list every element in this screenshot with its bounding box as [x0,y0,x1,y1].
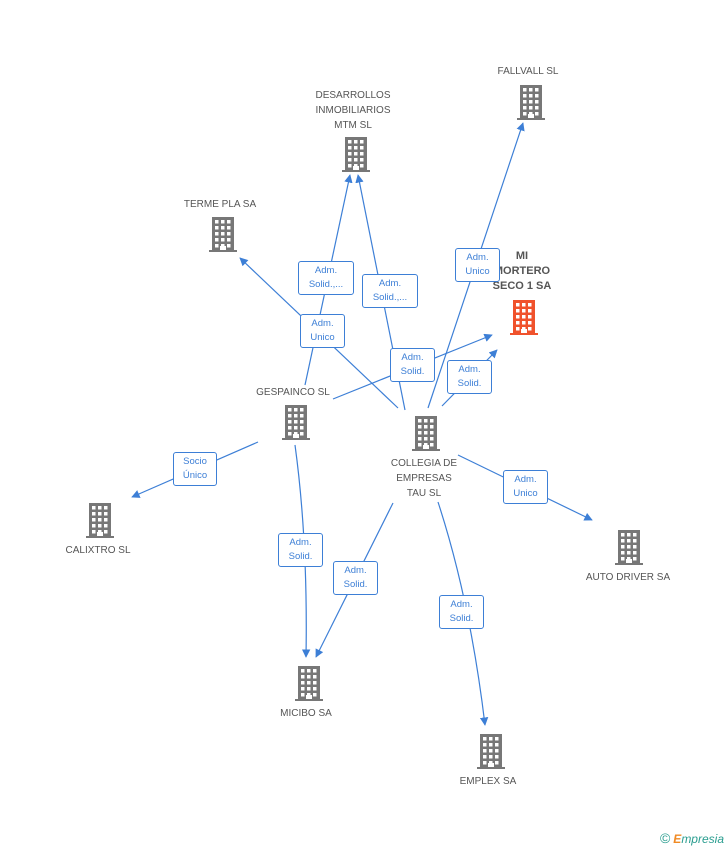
brand-initial: E [673,832,682,846]
building-icon [209,217,237,252]
node-label-desarrollos: DESARROLLOS INMOBILIARIOS MTM SL [315,90,391,131]
footer-watermark: ©Empresia [660,830,724,846]
edge-label[interactable]: Adm. Solid.,... [298,261,354,295]
edge-label[interactable]: Adm. Unico [300,314,345,348]
building-icon [510,300,538,335]
building-icon [517,85,545,120]
edge-label[interactable]: Adm. Solid. [278,533,323,567]
node-label-fallvall: FALLVALL SL [497,66,559,77]
edge-label[interactable]: Adm. Solid. [390,348,435,382]
copyright-symbol: © [659,830,671,846]
building-icon [282,405,310,440]
building-icon [615,530,643,565]
edge-label[interactable]: Socio Único [173,452,217,486]
building-icon [412,416,440,451]
node-label-calixtro: CALIXTRO SL [65,545,131,556]
node-label-mortero: MI MORTERO SECO 1 SA [492,250,552,292]
edge-label[interactable]: Adm. Solid. [447,360,492,394]
building-icon [342,137,370,172]
node-label-emplex: EMPLEX SA [459,776,517,787]
node-label-gespainco: GESPAINCO SL [256,387,330,398]
building-icon [295,666,323,701]
node-label-autodriver: AUTO DRIVER SA [585,572,671,583]
edge-label[interactable]: Adm. Solid. [439,595,484,629]
edge-label[interactable]: Adm. Solid. [333,561,378,595]
building-icon [86,503,114,538]
building-icon [477,734,505,769]
node-label-collegia: COLLEGIA DE EMPRESAS TAU SL [390,458,458,499]
edge-label[interactable]: Adm. Solid.,... [362,274,418,308]
brand-name: mpresia [681,832,724,846]
edge-label[interactable]: Adm. Unico [455,248,500,282]
edge-label[interactable]: Adm. Unico [503,470,548,504]
node-label-micibo: MICIBO SA [280,708,332,719]
node-label-terme: TERME PLA SA [183,199,257,210]
